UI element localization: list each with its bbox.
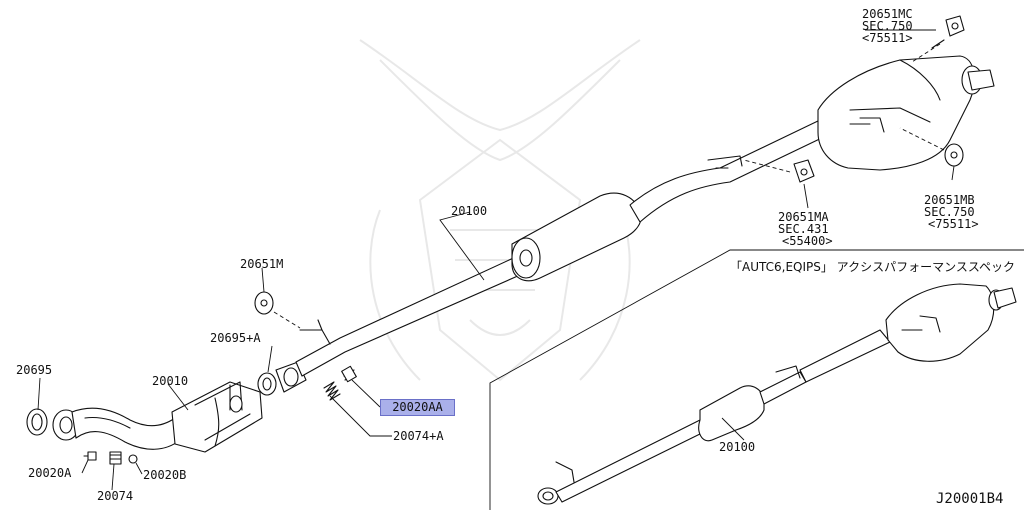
- highlighted-part-20020AA[interactable]: 20020AA: [380, 399, 455, 416]
- figure-reference: J20001B4: [936, 491, 1004, 507]
- label-20651MB: 20651MB: [924, 193, 975, 207]
- mount-20651MB: [944, 143, 964, 167]
- label-20010: 20010: [152, 374, 189, 388]
- label-20695A: 20695+A: [210, 331, 261, 345]
- label-20651M: 20651M: [240, 257, 284, 271]
- gasket-20695: [26, 408, 48, 436]
- variant-note: 「AUTC6,EQIPS」 アクシスパフォーマンススペック: [730, 260, 1016, 274]
- stud-20020AA: [341, 365, 357, 383]
- mount-20651MC: [945, 15, 965, 37]
- resonator: [511, 192, 642, 282]
- variant-divider: [489, 249, 1024, 510]
- spring-20074: [109, 451, 122, 465]
- main-muffler: [817, 55, 995, 171]
- label-20100-main: 20100: [451, 204, 488, 218]
- label-20074A: 20074+A: [393, 429, 444, 443]
- label-20651MC-sec: SEC.750: [862, 19, 913, 33]
- front-pipe: [71, 407, 181, 450]
- nut-20020B: [128, 454, 138, 464]
- label-20651MA: 20651MA: [778, 210, 829, 224]
- label-20695: 20695: [16, 363, 53, 377]
- center-pipe: [295, 254, 521, 377]
- label-20651MB-sec: SEC.750: [924, 205, 975, 219]
- label-20651MA-ref: <55400>: [782, 234, 833, 248]
- label-20020AA: 20020AA: [392, 400, 443, 414]
- gasket-20695A: [257, 372, 277, 396]
- label-20651MC-ref: <75511>: [862, 31, 913, 45]
- variant-assembly: [537, 283, 1017, 505]
- label-20100-variant: 20100: [719, 440, 756, 454]
- label-20020B: 20020B: [143, 468, 187, 482]
- label-20074: 20074: [97, 489, 134, 503]
- label-20020A: 20020A: [28, 466, 72, 480]
- label-20651MC: 20651MC: [862, 7, 913, 21]
- spring-20074A: [323, 381, 341, 401]
- center-flange: [275, 361, 307, 393]
- label-20651MB-ref: <75511>: [928, 217, 979, 231]
- stud-20020A: [83, 451, 97, 461]
- catalytic-converter: [171, 381, 263, 453]
- mount-20651MA: [793, 159, 815, 183]
- label-20651MA-sec: SEC.431: [778, 222, 829, 236]
- mount-20651M: [254, 291, 274, 315]
